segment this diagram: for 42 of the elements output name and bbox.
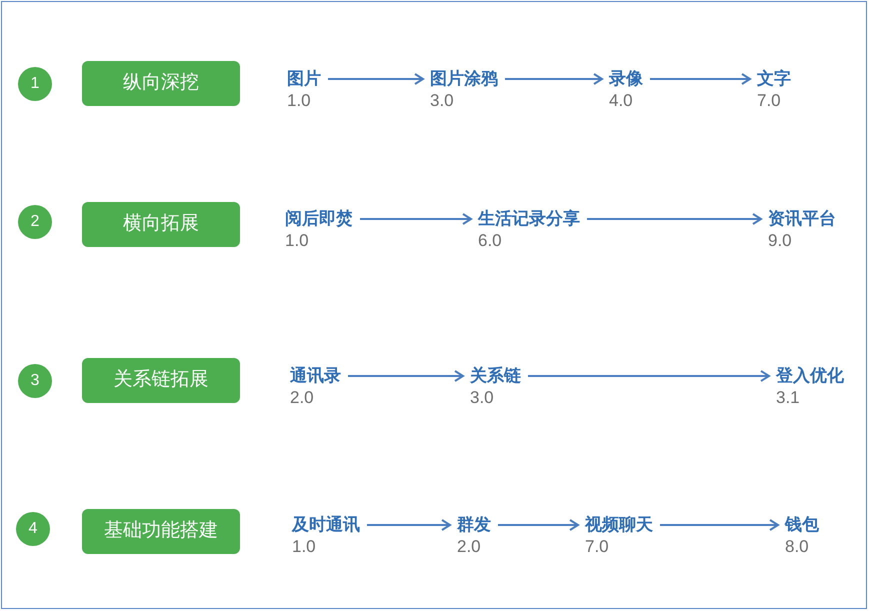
arrow [528,370,770,382]
category-box: 基础功能搭建 [82,509,240,554]
feature-name: 图片 [287,68,321,90]
feature-name: 阅后即焚 [285,208,353,230]
arrow [498,519,579,531]
feature-name: 群发 [457,514,491,536]
feature-name: 视频聊天 [585,514,653,536]
version-number: 1.0 [292,536,316,558]
version-number: 7.0 [757,90,781,112]
arrow [367,519,451,531]
arrow [660,519,779,531]
version-number: 6.0 [478,230,502,252]
arrow [348,370,464,382]
version-number: 4.0 [609,90,633,112]
arrow [360,213,472,225]
category-box: 关系链拓展 [82,358,240,403]
version-number: 7.0 [585,536,609,558]
version-number: 3.0 [470,387,494,409]
version-number: 3.1 [776,387,800,409]
version-number: 8.0 [785,536,809,558]
feature-name: 钱包 [785,514,819,536]
arrow [505,73,603,85]
arrow [587,213,762,225]
feature-name: 登入优化 [776,365,844,387]
feature-name: 图片涂鸦 [430,68,498,90]
feature-name: 关系链 [470,365,521,387]
arrow [328,73,424,85]
version-number: 1.0 [287,90,311,112]
feature-name: 通讯录 [290,365,341,387]
feature-name: 文字 [757,68,791,90]
feature-name: 及时通讯 [292,514,360,536]
category-box: 纵向深挖 [82,61,240,106]
feature-name: 生活记录分享 [478,208,580,230]
version-number: 2.0 [290,387,314,409]
version-number: 1.0 [285,230,309,252]
category-box: 横向拓展 [82,202,240,247]
feature-name: 资讯平台 [768,208,836,230]
version-number: 3.0 [430,90,454,112]
arrow [650,73,751,85]
version-number: 9.0 [768,230,792,252]
version-number: 2.0 [457,536,481,558]
feature-name: 录像 [609,68,643,90]
